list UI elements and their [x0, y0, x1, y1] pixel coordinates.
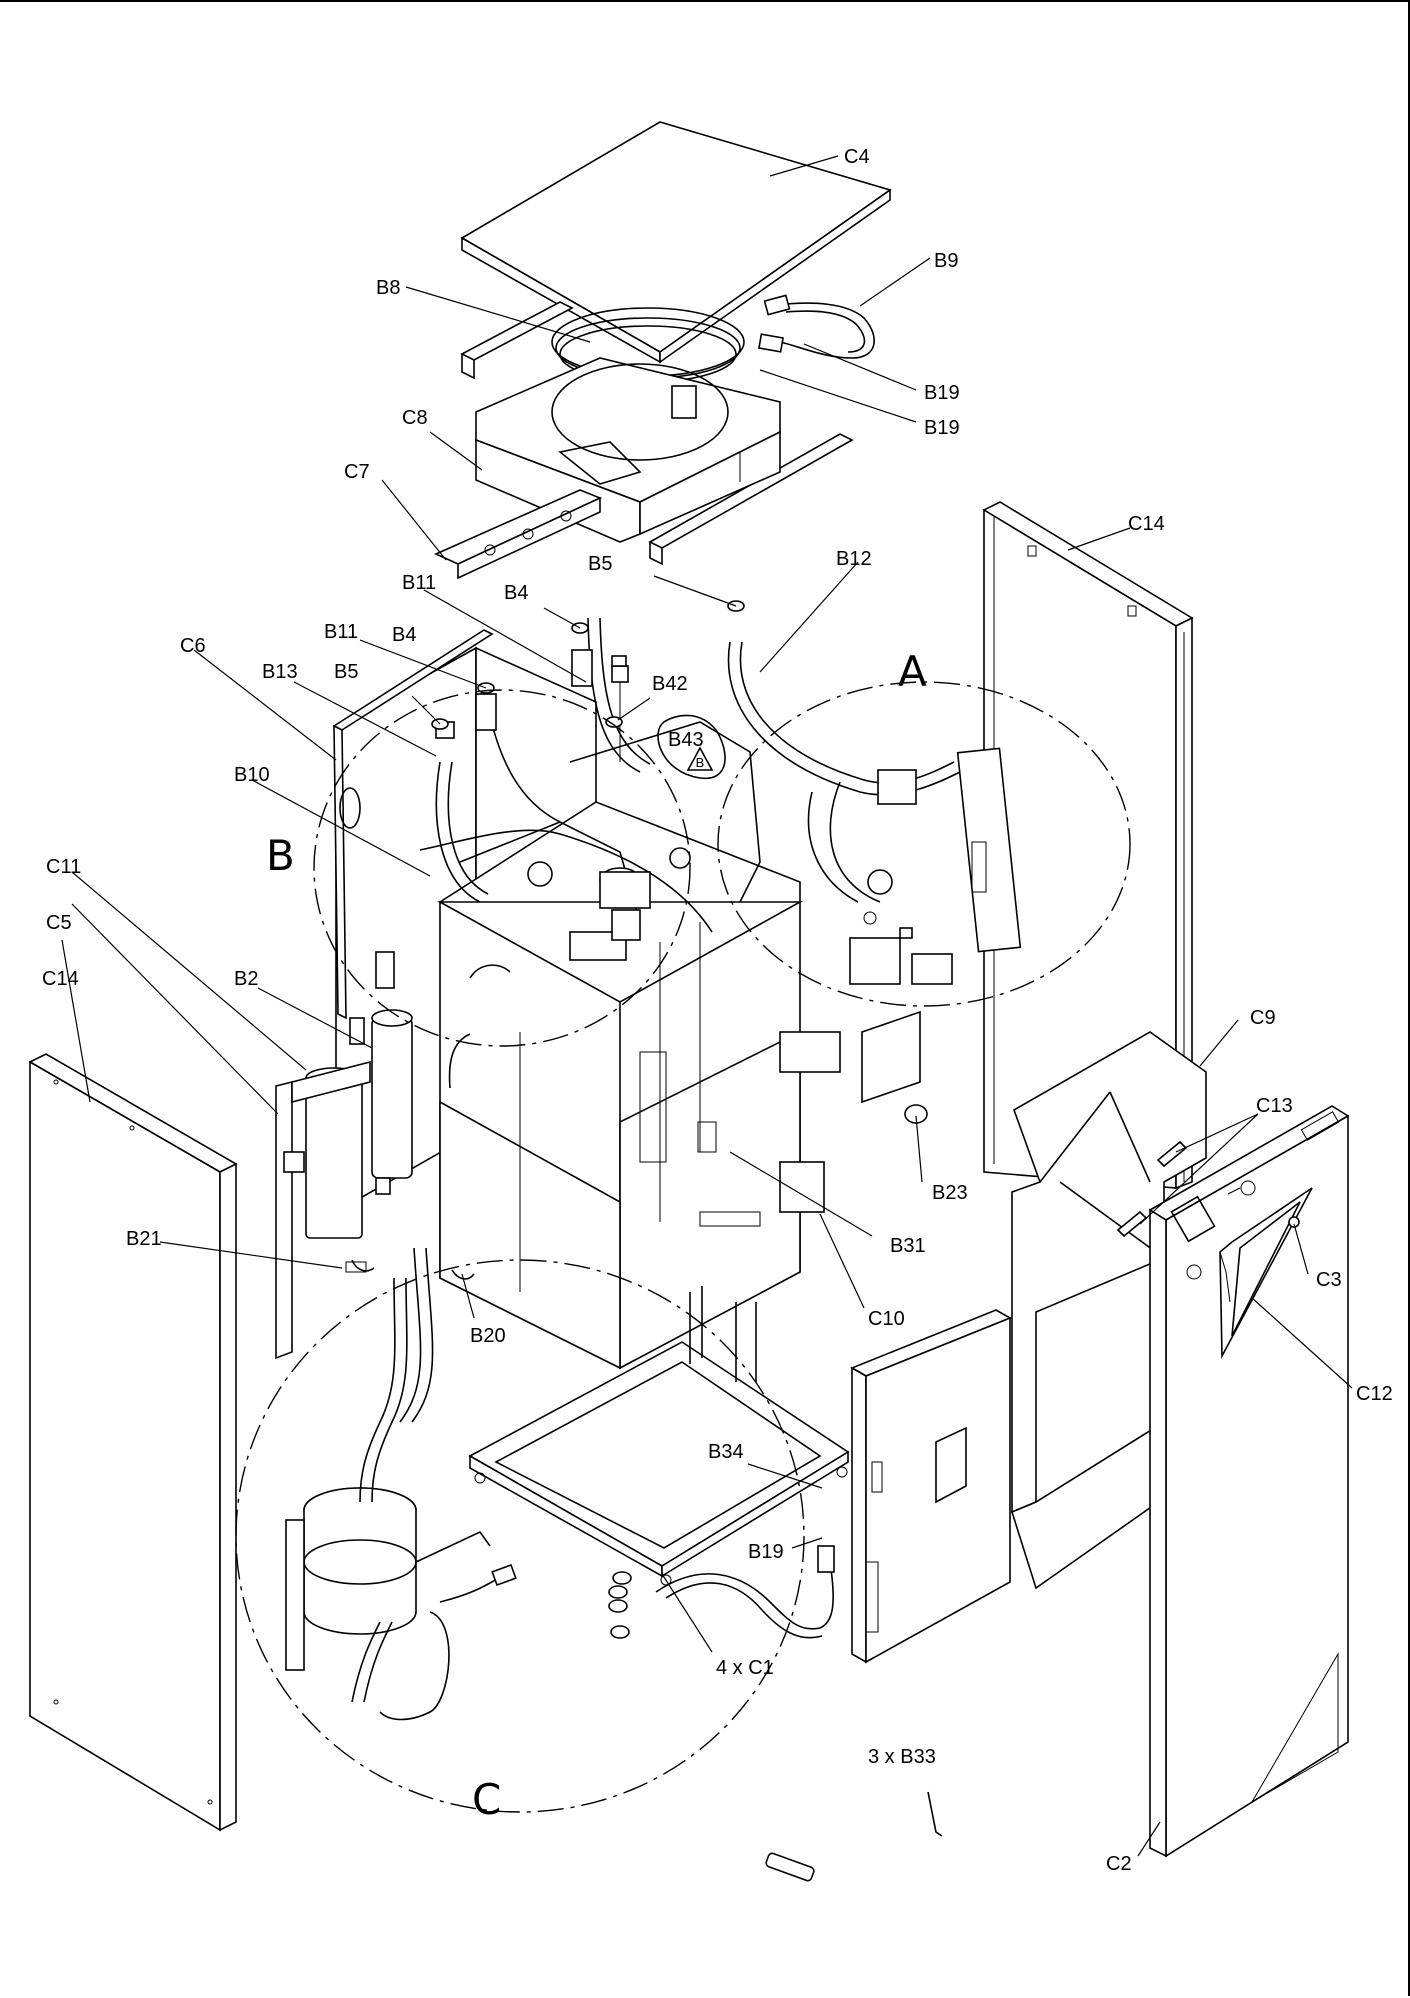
- cylinder-assembly: [275, 1009, 413, 1360]
- label-c14-left: C14: [42, 968, 79, 990]
- label-c5: C5: [46, 912, 72, 934]
- detail-circle-a: [717, 681, 1131, 1007]
- label-b19-top-1: B19: [924, 382, 960, 404]
- fan-housing-c8: [475, 357, 781, 543]
- label-c12: C12: [1356, 1383, 1393, 1405]
- label-b21: B21: [126, 1228, 162, 1250]
- section-label-a: A: [898, 647, 927, 696]
- insulation-panel-c9: [1011, 1031, 1207, 1590]
- label-b11-top: B11: [402, 572, 436, 594]
- plumbing-cluster: [349, 617, 713, 1089]
- label-b5-top: B5: [588, 553, 612, 575]
- label-c14-right: C14: [1128, 513, 1165, 535]
- label-b9: B9: [934, 250, 958, 272]
- main-boiler-body: [335, 646, 825, 1370]
- label-b23: B23: [932, 1182, 968, 1204]
- callout-labels: C4 B9 B8 B19 B19 C8 C7 C14 B5 B12 B11 B4…: [42, 146, 1393, 1875]
- label-b8: B8: [376, 277, 400, 299]
- front-panel-c2: [1148, 1105, 1350, 1858]
- label-b42: B42: [652, 673, 688, 695]
- label-b4: B4: [392, 624, 416, 646]
- label-c11: C11: [46, 856, 81, 878]
- side-panel-c14-left: [28, 1053, 238, 1832]
- label-b5: B5: [334, 661, 358, 683]
- label-c2: C2: [1106, 1853, 1132, 1875]
- drain-hose: [608, 1545, 835, 1639]
- label-b4-top: B4: [504, 582, 528, 604]
- label-b13: B13: [262, 661, 298, 683]
- section-letters: A B C: [266, 647, 927, 1824]
- label-b19-top-2: B19: [924, 417, 960, 439]
- label-b43: B43: [668, 729, 704, 751]
- triangle-mark: B: [696, 755, 705, 770]
- label-4xc1: 4 x C1: [716, 1657, 774, 1679]
- label-b12: B12: [836, 548, 872, 570]
- label-c8: C8: [402, 407, 428, 429]
- label-c9: C9: [1250, 1007, 1276, 1029]
- side-cover-c6: [332, 629, 494, 1020]
- label-b11: B11: [324, 621, 358, 643]
- window-c12: [1219, 1187, 1313, 1360]
- hinges-c13: [1116, 1140, 1188, 1238]
- label-c4: C4: [844, 146, 870, 168]
- label-c13: C13: [1256, 1095, 1293, 1117]
- label-b2: B2: [234, 968, 258, 990]
- label-b10: B10: [234, 764, 270, 786]
- detail-circle-c: [235, 1259, 805, 1813]
- label-c7: C7: [344, 461, 370, 483]
- expansion-vessel: [285, 1247, 517, 1721]
- label-b19-bottom: B19: [748, 1541, 784, 1563]
- label-b20: B20: [470, 1325, 506, 1347]
- detail-circle-b: [313, 689, 691, 1047]
- front-cover-c10: [850, 1309, 1012, 1664]
- label-b31: B31: [890, 1235, 926, 1257]
- screw-b33: [765, 1791, 943, 1882]
- label-b34: B34: [708, 1441, 744, 1463]
- label-c10: C10: [868, 1308, 905, 1330]
- heat-exchanger-section-a: [727, 641, 1022, 1124]
- b43-callout-bubble: B: [657, 714, 726, 780]
- label-c3: C3: [1316, 1269, 1342, 1291]
- label-c6: C6: [180, 635, 206, 657]
- rail-c7: [434, 489, 603, 580]
- hose-b9: [758, 294, 875, 359]
- section-label-b: B: [266, 831, 295, 880]
- leader-lines: [61, 155, 1353, 1857]
- label-3xb33: 3 x B33: [868, 1746, 936, 1768]
- base-frame: [468, 1286, 850, 1586]
- section-label-c: C: [472, 1775, 501, 1824]
